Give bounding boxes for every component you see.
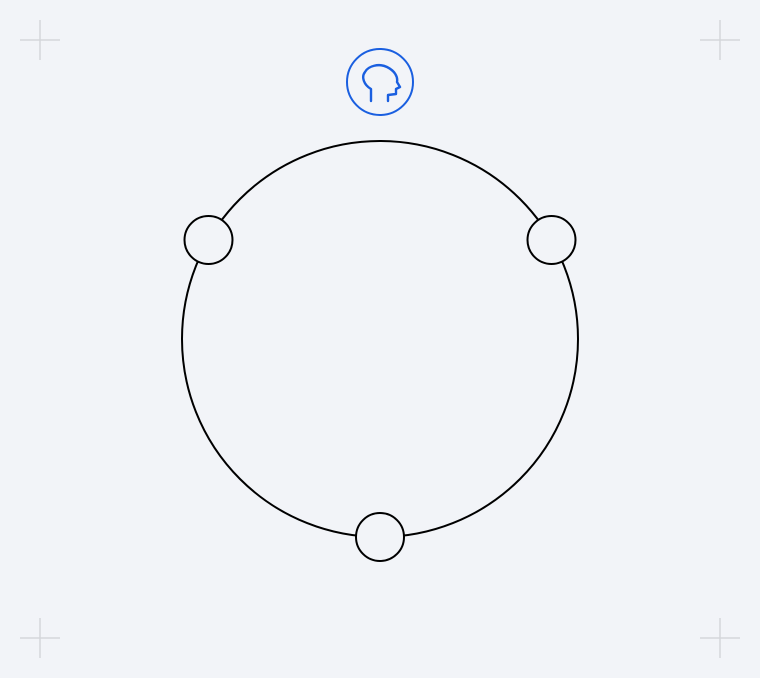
- node-right[interactable]: [526, 215, 577, 265]
- badge-circle: [346, 48, 414, 116]
- ring-nodes: [183, 215, 577, 562]
- node-bottom[interactable]: [355, 512, 405, 562]
- crop-mark-top-right: [700, 20, 740, 60]
- top-badge[interactable]: [346, 48, 414, 116]
- crop-mark-bottom-right: [700, 618, 740, 658]
- node-left[interactable]: [183, 215, 234, 265]
- crop-mark-bottom-left: [20, 618, 60, 658]
- head-profile-icon: [362, 64, 402, 103]
- ring: [181, 140, 579, 538]
- crop-mark-top-left: [20, 20, 60, 60]
